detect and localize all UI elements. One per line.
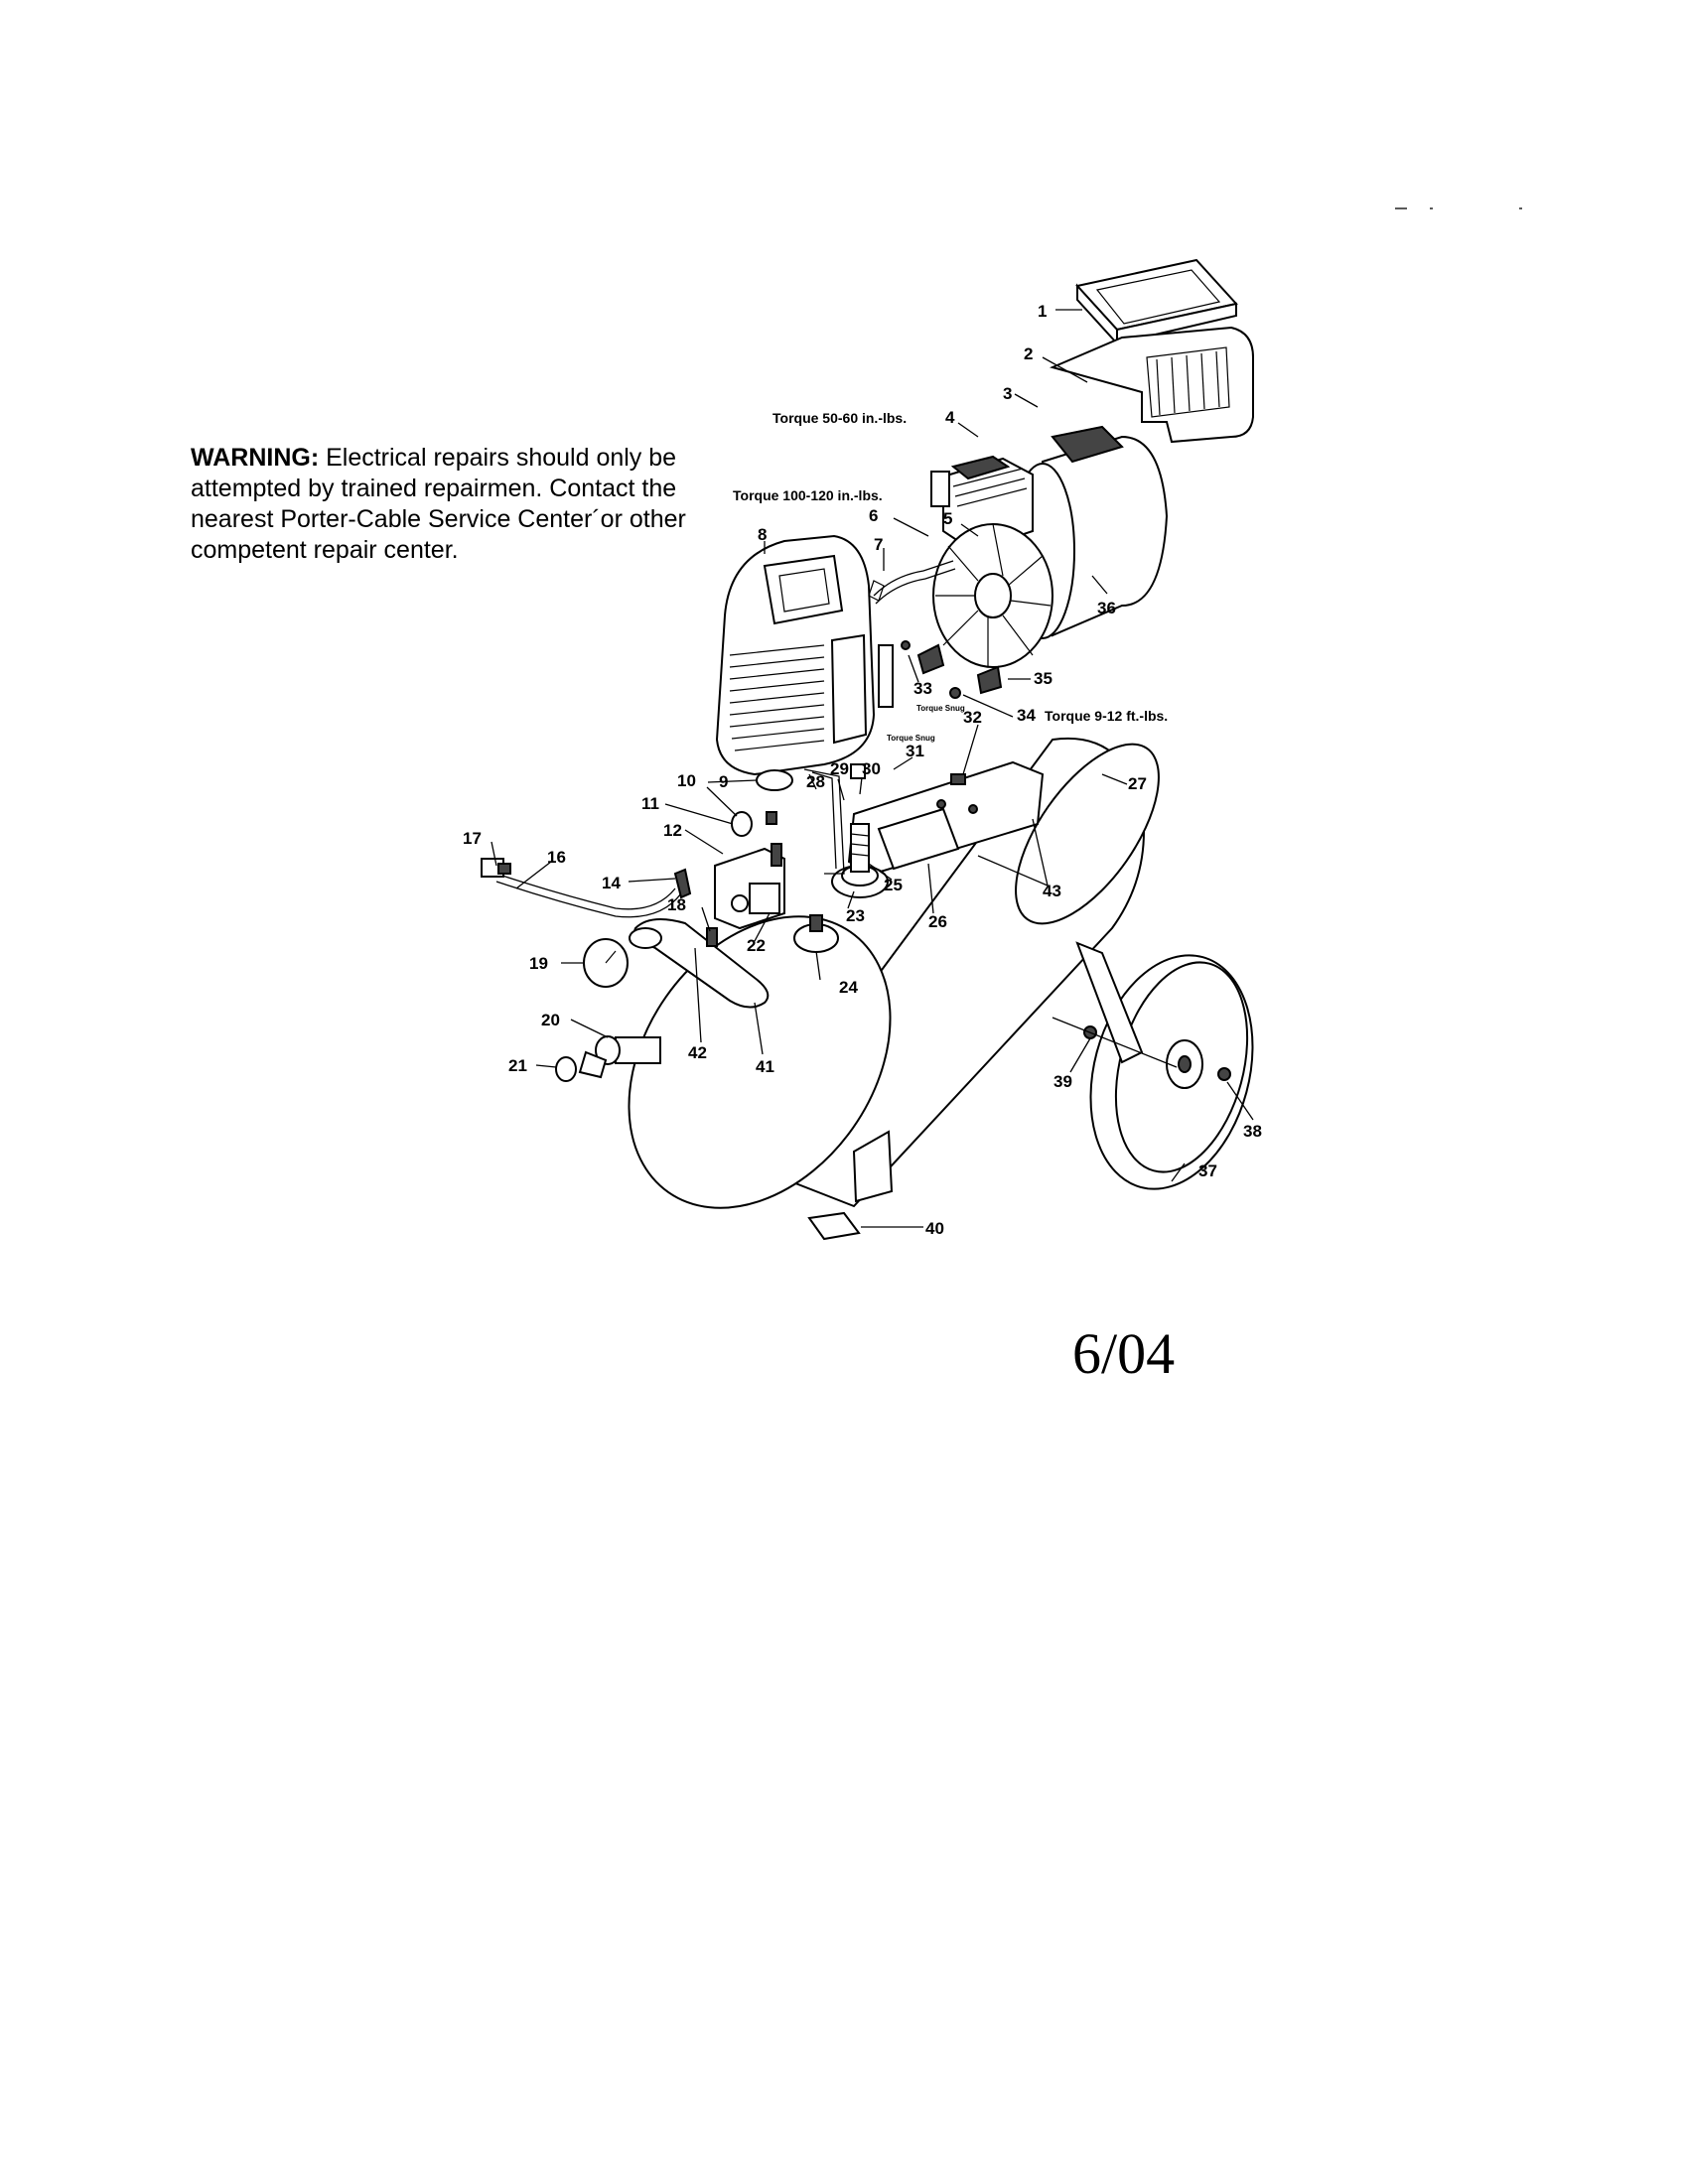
part-label-24: 24 — [839, 978, 858, 997]
fan-part — [932, 523, 1053, 668]
part-label-28: 28 — [806, 772, 825, 791]
wheel-bracket-part — [1052, 941, 1178, 1068]
revision-date: 6/04 — [1072, 1321, 1176, 1386]
fittings-part — [793, 763, 889, 953]
part-label-20: 20 — [541, 1011, 560, 1029]
part-label-7: 7 — [874, 535, 883, 554]
part-label-30: 30 — [862, 759, 881, 778]
part-label-5: 5 — [943, 509, 952, 528]
part-label-36: 36 — [1097, 599, 1116, 617]
part-label-22: 22 — [747, 936, 766, 955]
tank-part — [628, 737, 1160, 1209]
warning-label: WARNING: — [191, 444, 320, 472]
part-labels: 1 2 3 4 5 6 7 8 9 10 11 12 14 16 17 18 1… — [463, 302, 1262, 1238]
part-label-27: 27 — [1128, 774, 1147, 793]
part-label-42: 42 — [688, 1043, 707, 1062]
part-label-2: 2 — [1024, 344, 1033, 363]
small-fittings-part — [731, 811, 777, 837]
part-label-43: 43 — [1043, 882, 1061, 900]
pressure-switch-part — [714, 843, 785, 930]
part-label-26: 26 — [928, 912, 947, 931]
torque-note-6: Torque 100-120 in.-lbs. — [733, 487, 883, 503]
torque-note-4: Torque 50-60 in.-lbs. — [772, 410, 907, 426]
torque-note-34: Torque 9-12 ft.-lbs. — [1045, 708, 1168, 724]
part-label-25: 25 — [884, 876, 903, 894]
part-label-37: 37 — [1198, 1161, 1217, 1180]
part-label-33: 33 — [913, 679, 932, 698]
part-label-10: 10 — [677, 771, 696, 790]
part-label-41: 41 — [756, 1057, 774, 1076]
power-cord-part — [481, 858, 692, 918]
front-shroud-part — [715, 534, 894, 776]
handle-part — [629, 918, 770, 1009]
warning-text: WARNING: Electrical repairs should only … — [191, 443, 727, 566]
part-label-31: 31 — [906, 742, 924, 760]
part-label-16: 16 — [547, 848, 566, 867]
part-label-19: 19 — [529, 954, 548, 973]
saddle-plate-part — [847, 760, 1045, 876]
part-label-35: 35 — [1034, 669, 1052, 688]
part-label-40: 40 — [925, 1219, 944, 1238]
part-label-23: 23 — [846, 906, 865, 925]
rear-shroud-part — [1049, 326, 1254, 444]
part-label-1: 1 — [1038, 302, 1047, 321]
part-label-38: 38 — [1243, 1122, 1262, 1141]
label-plate-part — [807, 1211, 861, 1241]
part-label-32: 32 — [963, 708, 982, 727]
part-label-12: 12 — [663, 821, 682, 840]
warning-body: Electrical repairs should only be attemp… — [191, 444, 686, 564]
part-label-14: 14 — [602, 874, 621, 892]
part-label-11: 11 — [641, 794, 659, 813]
part-label-4: 4 — [945, 408, 955, 427]
part-label-9: 9 — [719, 772, 728, 791]
part-label-3: 3 — [1003, 384, 1012, 403]
tube-part — [873, 560, 956, 605]
leader-lines — [491, 309, 1254, 1228]
part-label-6: 6 — [869, 506, 878, 525]
part-label-8: 8 — [758, 525, 767, 544]
part-label-17: 17 — [463, 829, 482, 848]
gauge-19-part — [583, 938, 629, 988]
rubber-feet-part — [901, 640, 1003, 699]
part-label-21: 21 — [508, 1056, 527, 1075]
torque-note-snug-33: Torque Snug — [916, 704, 965, 713]
part-label-34: 34 — [1017, 706, 1036, 725]
quick-coupler-part — [555, 927, 718, 1082]
part-label-39: 39 — [1053, 1072, 1072, 1091]
wheel-part — [1089, 954, 1254, 1190]
gauge-part — [756, 769, 793, 791]
part-label-29: 29 — [830, 759, 849, 778]
torque-note-snug-31: Torque Snug — [887, 734, 935, 743]
part-label-18: 18 — [667, 895, 686, 914]
torque-notes: Torque 50-60 in.-lbs. Torque 100-120 in.… — [733, 410, 1168, 743]
